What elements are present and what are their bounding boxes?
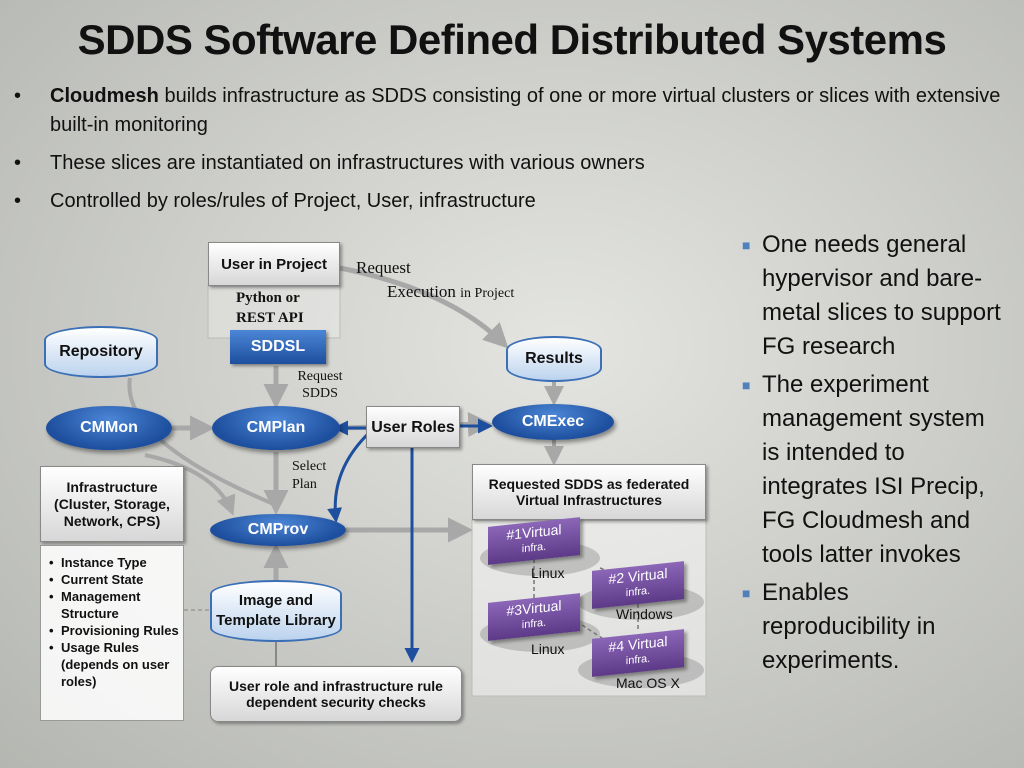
security-checks-box: User role and infrastructure rule depend… [210,666,462,722]
bullet-text: builds infrastructure as SDDS consisting… [50,85,1001,136]
cmplan-node: CMPlan [212,406,340,450]
right-bullet-item: ■One needs general hypervisor and bare-m… [742,231,1001,360]
os-label: Mac OS X [616,675,680,691]
request-label: Request [356,258,411,277]
property-item: Instance Type [49,554,179,571]
right-bullet-text: The experiment management system is inte… [762,371,985,568]
bullet-item: •Cloudmesh builds infrastructure as SDDS… [14,85,1001,136]
slide-title: SDDS Software Defined Distributed System… [77,16,947,63]
right-bullet-text: One needs general hypervisor and bare-me… [762,231,1001,360]
bullet-item: •Controlled by roles/rules of Project, U… [14,190,536,212]
image-template-library-cylinder: Image and Template Library [210,580,342,642]
right-bullet-item: ■The experiment management system is int… [742,371,985,568]
os-label: Linux [531,565,565,581]
infrastructure-box: Infrastructure (Cluster, Storage, Networ… [40,466,184,542]
infrastructure-properties-list: Instance Type Current State Management S… [40,545,184,721]
user-roles-box: User Roles [366,406,460,448]
bullet-item: •These slices are instantiated on infras… [14,152,645,174]
python-rest-label: Python or REST API [236,290,304,326]
os-label: Windows [616,606,673,622]
requested-sdds-box: Requested SDDS as federated Virtual Infr… [472,464,706,520]
property-item: Current State [49,571,179,588]
request-sdds-label: Request SDDS [297,369,343,401]
bullet-bold: Cloudmesh [50,85,159,107]
sddsl-box: SDDSL [230,330,326,364]
bullet-text: These slices are instantiated on infrast… [50,152,645,174]
repository-cylinder: Repository [44,326,158,378]
user-in-project-box: User in Project [208,242,340,286]
right-bullet-text: Enables reproducibility in experiments. [762,579,936,674]
right-bullet-item: ■Enables reproducibility in experiments. [742,579,936,674]
bullet-text: Controlled by roles/rules of Project, Us… [50,190,536,212]
results-cylinder: Results [506,336,602,382]
property-item: Provisioning Rules [49,622,179,639]
cmprov-node: CMProv [210,514,346,546]
os-label: Linux [531,641,565,657]
cmexec-node: CMExec [492,404,614,440]
execution-label: Execution in Project [387,282,515,301]
property-item: Management Structure [49,588,179,622]
right-bullet-list: ■One needs general hypervisor and bare-m… [742,228,1002,682]
top-bullet-list: •Cloudmesh builds infrastructure as SDDS… [14,82,1004,225]
select-plan-label: Select Plan [292,459,327,492]
cmmon-node: CMMon [46,406,172,450]
property-item: Usage Rules (depends on user roles) [49,639,179,690]
